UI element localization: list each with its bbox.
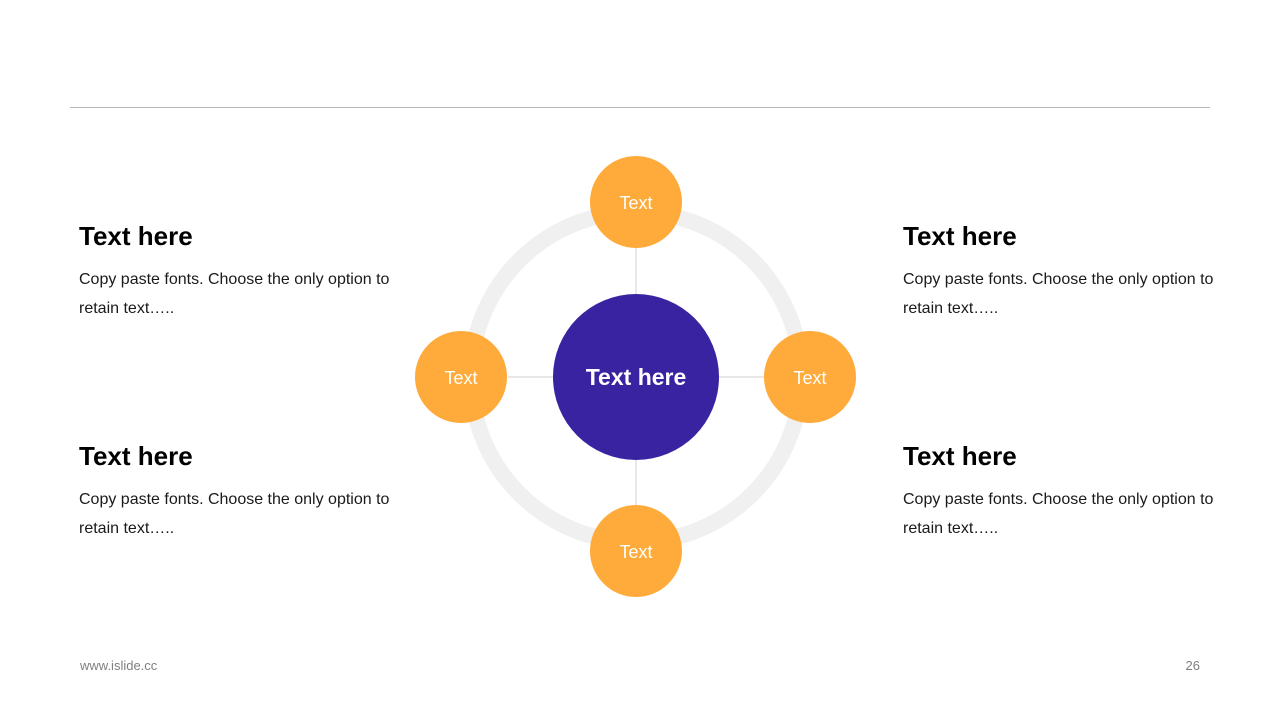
block-body: Copy paste fonts. Choose the only option… bbox=[903, 271, 1214, 317]
block-title: Text here bbox=[79, 221, 193, 251]
footer-url: www.islide.cc bbox=[80, 658, 158, 673]
node-bottom bbox=[590, 505, 682, 597]
node-bottom-label: Text bbox=[619, 542, 652, 562]
text-block-top-left: Text here Copy paste fonts. Choose the o… bbox=[79, 221, 399, 323]
node-left bbox=[415, 331, 507, 423]
block-body: Copy paste fonts. Choose the only option… bbox=[903, 491, 1214, 537]
block-title: Text here bbox=[903, 441, 1017, 471]
center-circle bbox=[553, 294, 719, 460]
top-divider bbox=[70, 107, 1210, 108]
text-block-bottom-right: Text here Copy paste fonts. Choose the o… bbox=[903, 441, 1223, 543]
block-body: Copy paste fonts. Choose the only option… bbox=[79, 271, 390, 317]
node-top bbox=[590, 156, 682, 248]
center-label: Text here bbox=[586, 364, 687, 390]
node-right-label: Text bbox=[793, 368, 826, 388]
block-title: Text here bbox=[903, 221, 1017, 251]
node-left-label: Text bbox=[444, 368, 477, 388]
block-body: Copy paste fonts. Choose the only option… bbox=[79, 491, 390, 537]
node-right bbox=[764, 331, 856, 423]
text-block-bottom-left: Text here Copy paste fonts. Choose the o… bbox=[79, 441, 399, 543]
block-title: Text here bbox=[79, 441, 193, 471]
text-block-top-right: Text here Copy paste fonts. Choose the o… bbox=[903, 221, 1223, 323]
node-top-label: Text bbox=[619, 193, 652, 213]
page-number: 26 bbox=[1185, 658, 1200, 673]
